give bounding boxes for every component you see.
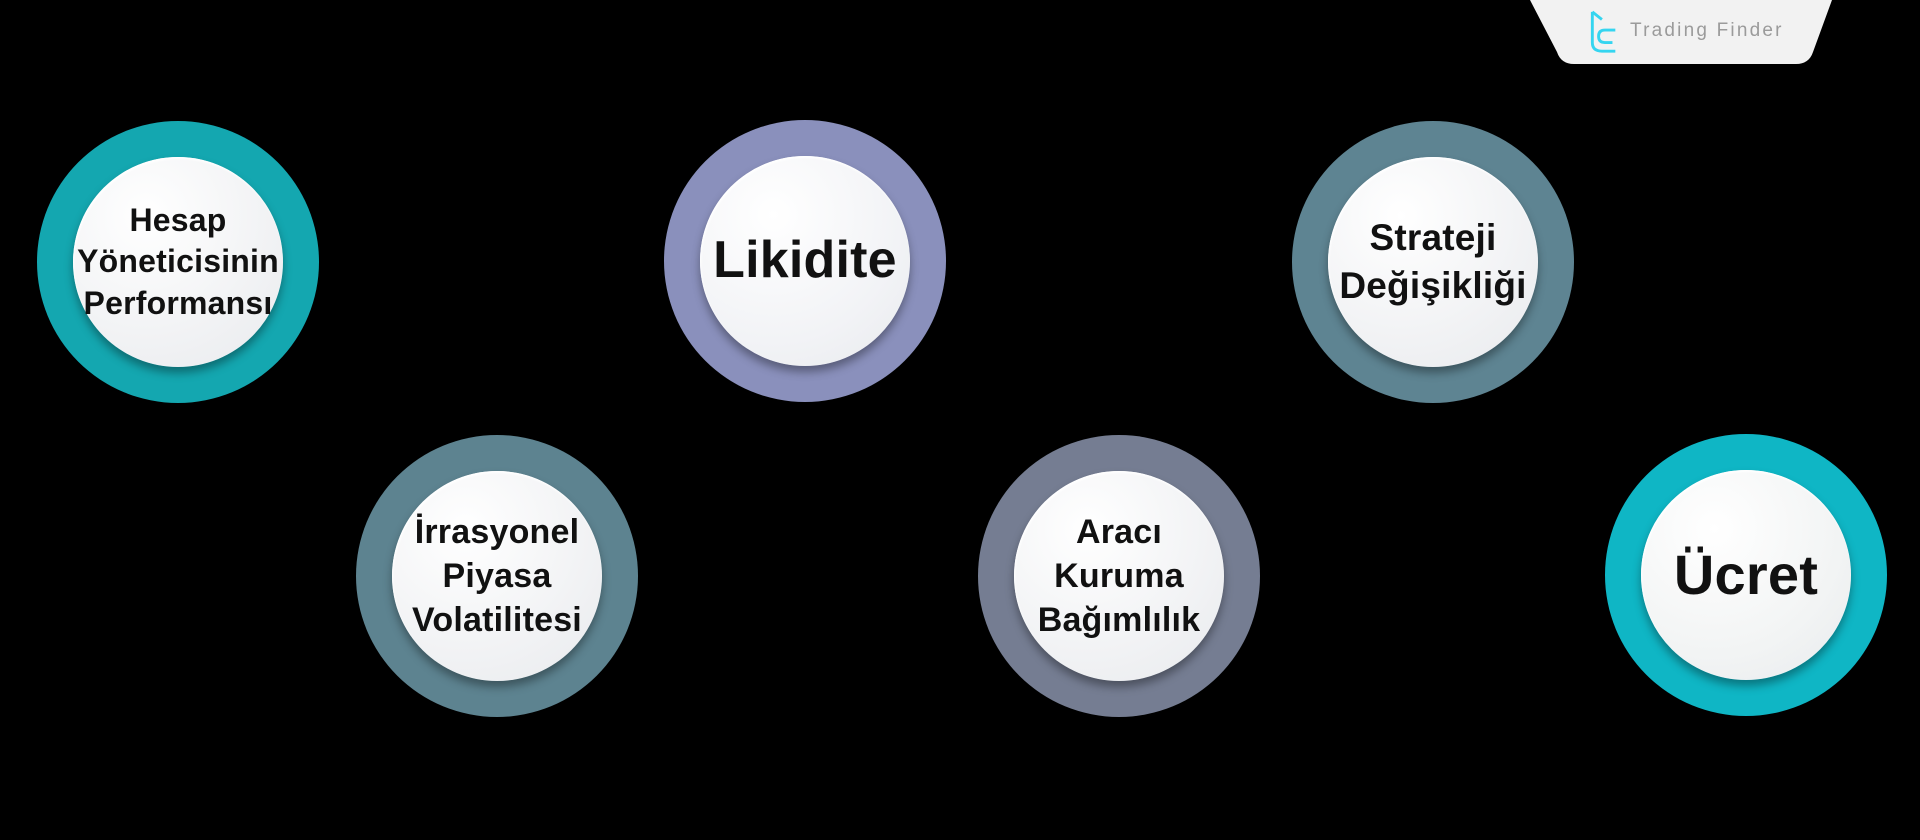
bubble-likidite-inner: Likidite xyxy=(700,156,910,366)
bubble-ucret-label: Ücret xyxy=(1673,542,1819,606)
bubble-strateji: Strateji Değişikliği xyxy=(1292,121,1574,403)
brand-banner: Trading Finder xyxy=(1524,0,1840,68)
bubble-irrasyonel-label: İrrasyonel Piyasa Volatilitesi xyxy=(412,512,582,640)
bubble-likidite-label: Likidite xyxy=(713,231,897,290)
bubble-ucret: Ücret xyxy=(1605,434,1887,716)
bubble-araci-inner: Aracı Kuruma Bağımlılık xyxy=(1014,471,1224,681)
bubble-irrasyonel-inner: İrrasyonel Piyasa Volatilitesi xyxy=(392,471,602,681)
bubble-araci-label: Aracı Kuruma Bağımlılık xyxy=(1037,512,1201,640)
bubble-ucret-inner: Ücret xyxy=(1641,470,1851,680)
bubble-hesap-label: Hesap Yöneticisinin Performansı xyxy=(77,201,279,321)
bubble-hesap: Hesap Yöneticisinin Performansı xyxy=(37,121,319,403)
bubble-araci: Aracı Kuruma Bağımlılık xyxy=(978,435,1260,717)
banner-shape-path xyxy=(1530,0,1832,64)
bubble-strateji-label: Strateji Değişikliği xyxy=(1339,216,1527,306)
bubble-likidite: Likidite xyxy=(664,120,946,402)
bubble-strateji-inner: Strateji Değişikliği xyxy=(1328,157,1538,367)
banner-shape xyxy=(1530,0,1832,64)
trading-finder-icon xyxy=(1590,10,1616,53)
brand-text: Trading Finder xyxy=(1630,20,1784,41)
bubble-hesap-inner: Hesap Yöneticisinin Performansı xyxy=(73,157,283,367)
bubble-irrasyonel: İrrasyonel Piyasa Volatilitesi xyxy=(356,435,638,717)
